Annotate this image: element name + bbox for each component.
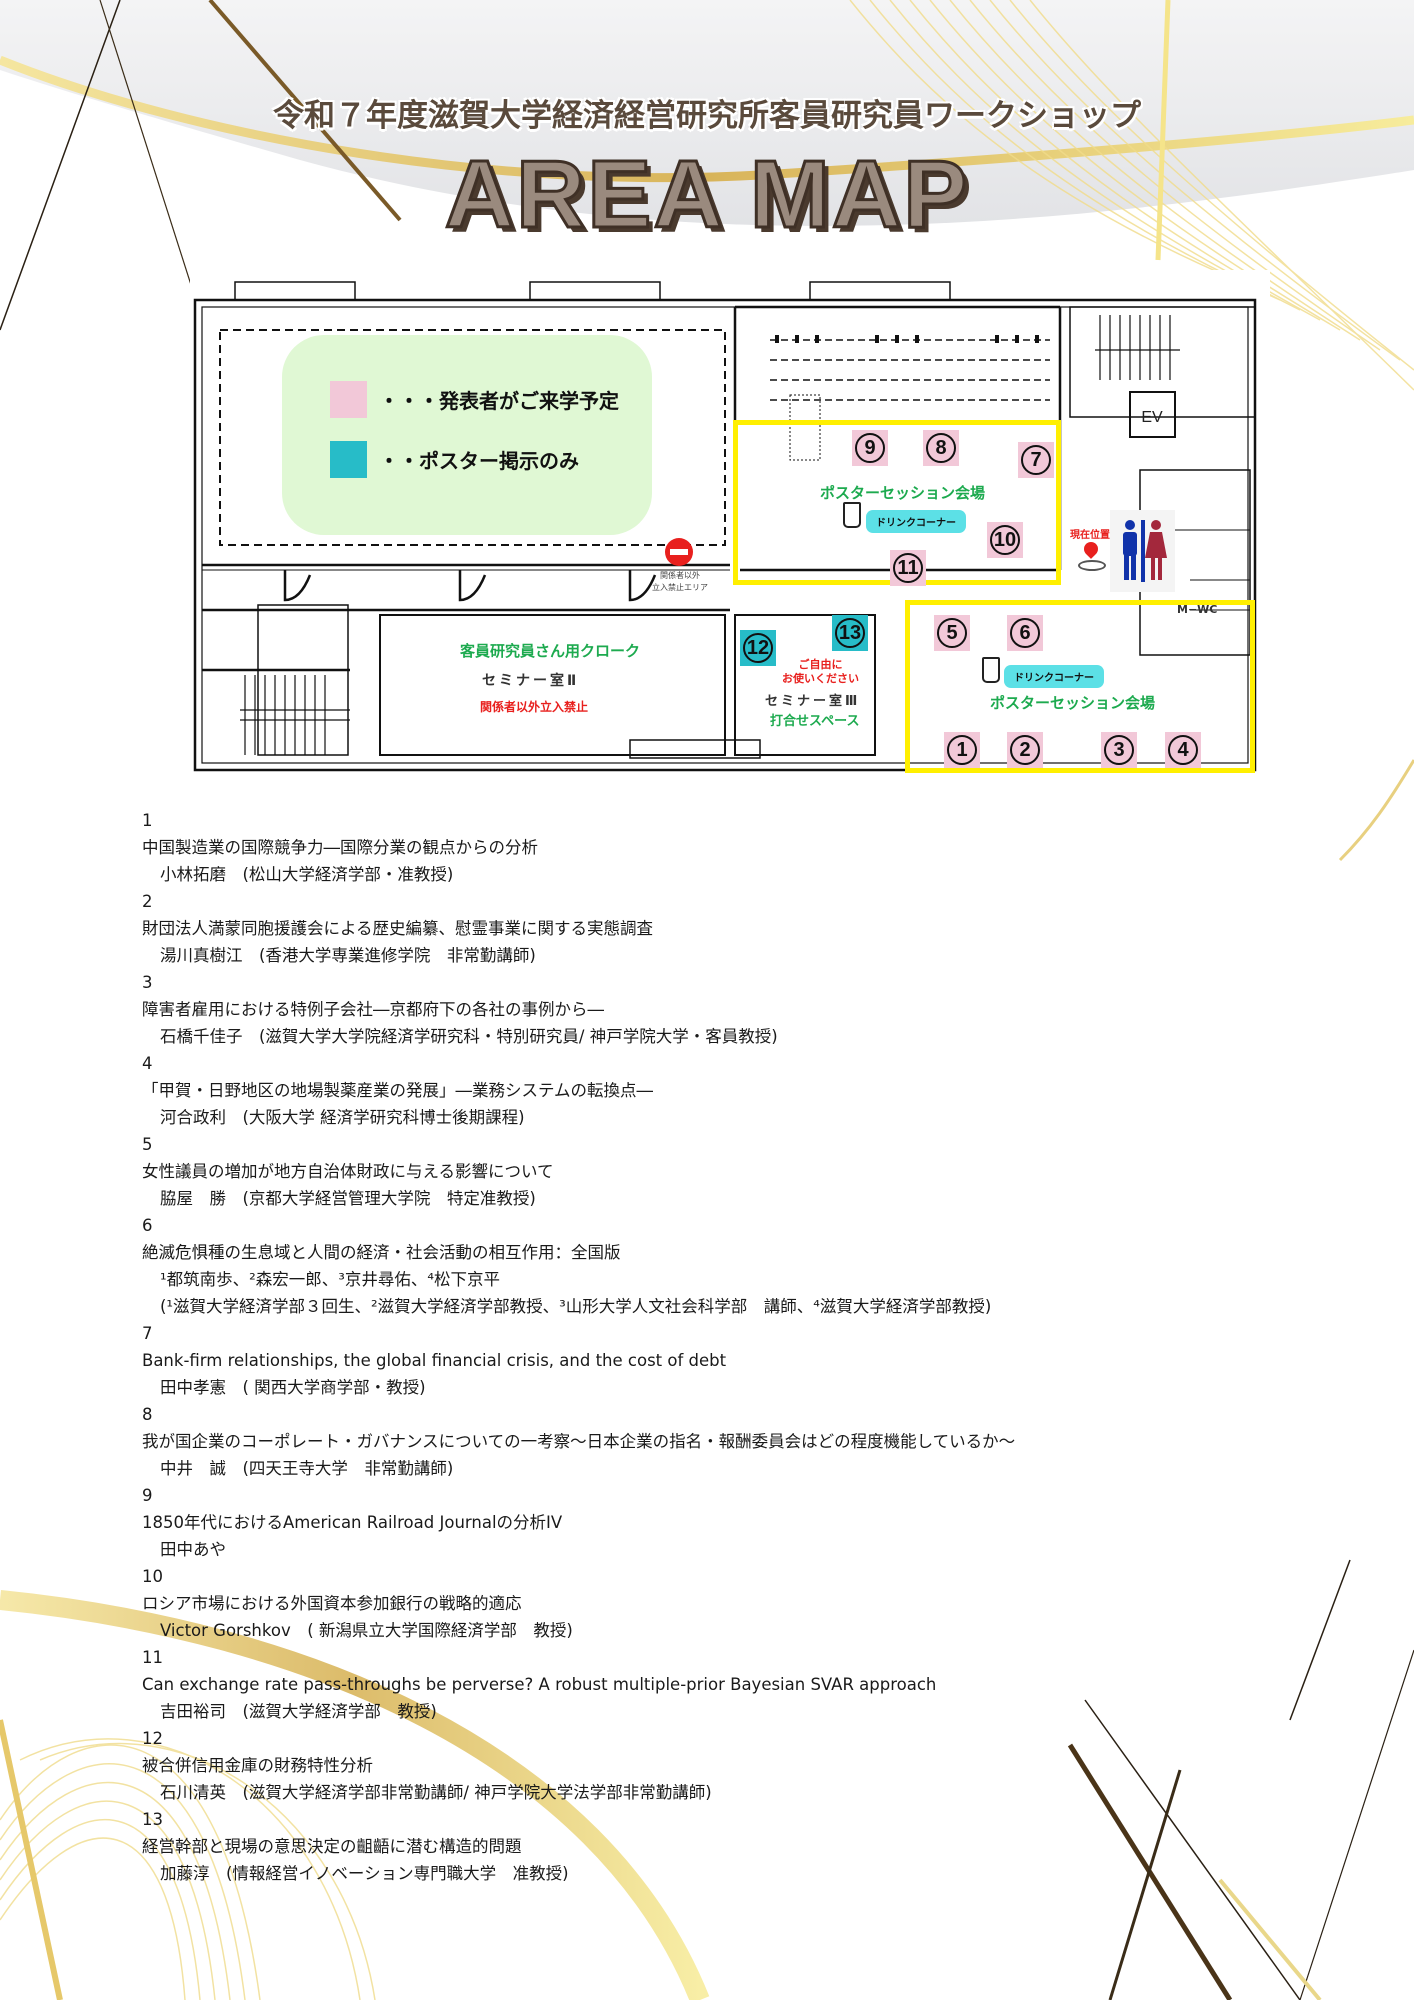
item-title: 経営幹部と現場の意思決定の齟齬に潜む構造的問題 <box>142 1837 522 1856</box>
item-author: 中井 誠 (四天王寺大学 非常勤講師) <box>160 1459 454 1478</box>
item-title: 障害者雇用における特例子会社―京都府下の各社の事例から― <box>142 1000 604 1019</box>
teal-swatch-icon <box>330 441 367 478</box>
list-item-10: 10 ロシア市場における外国資本参加銀行の戦略的適応 Victor Gorshk… <box>142 1563 1292 1644</box>
coffee-cup-icon <box>982 657 1000 683</box>
item-author: 湯川真樹江 (香港大学専業進修学院 非常勤講師) <box>160 946 536 965</box>
item-author: 石川清英 (滋賀大学経済学部非常勤講師/ 神戸学院大学法学部非常勤講師) <box>160 1783 712 1802</box>
item-number: 10 <box>142 1567 163 1586</box>
marker-6[interactable]: 6 <box>1007 615 1043 651</box>
marker-2[interactable]: 2 <box>1007 732 1043 768</box>
item-title: 「甲賀・日野地区の地場製薬産業の発展」―業務システムの転換点― <box>142 1081 654 1100</box>
item-number: 1 <box>142 811 153 830</box>
floor-map: EV ・・・発表者がご来学予定 ・・ポスター掲示のみ 関係者以外 立入禁止エリア… <box>190 270 1270 790</box>
marker-11[interactable]: 11 <box>890 550 926 586</box>
item-number: 11 <box>142 1648 163 1667</box>
drink-corner-label-north: ドリンクコーナー <box>866 510 966 533</box>
list-item-8: 8 我が国企業のコーポレート・ガバナンスについての一考察〜日本企業の指名・報酬委… <box>142 1401 1292 1482</box>
item-author: 河合政利 (大阪大学 経済学研究科博士後期課程) <box>160 1108 525 1127</box>
item-title: 絶滅危惧種の生息域と人間の経済・社会活動の相互作用：全国版 <box>142 1243 621 1262</box>
location-pin-base-icon <box>1078 560 1106 571</box>
elevator-label: EV <box>1141 409 1163 426</box>
item-number: 8 <box>142 1405 153 1424</box>
restroom-sign <box>1110 510 1175 592</box>
coffee-cup-icon <box>843 502 861 528</box>
item-title: 女性議員の増加が地方自治体財政に与える影響について <box>142 1162 554 1181</box>
item-number: 7 <box>142 1324 153 1343</box>
list-item-7: 7 Bank-firm relationships, the global fi… <box>142 1320 1292 1401</box>
poster-session-label-south: ポスターセッション会場 <box>990 694 1156 712</box>
staff-only-note: 関係者以外立入禁止 <box>480 700 589 714</box>
list-item-9: 9 1850年代におけるAmerican Railroad Journalの分析… <box>142 1482 1292 1563</box>
list-item-6: 6 絶滅危惧種の生息域と人間の経済・社会活動の相互作用：全国版 ¹都筑南歩、²森… <box>142 1212 1292 1320</box>
legend-label: ・・ポスター掲示のみ <box>379 449 579 473</box>
marker-7[interactable]: 7 <box>1018 442 1054 478</box>
item-author: 吉田裕司 (滋賀大学経済学部 教授) <box>160 1702 437 1721</box>
item-number: 12 <box>142 1729 163 1748</box>
marker-10[interactable]: 10 <box>987 522 1023 558</box>
item-author: 小林拓磨 (松山大学経済学部・准教授) <box>160 865 454 884</box>
no-entry-icon <box>665 538 693 566</box>
item-title: Bank-firm relationships, the global fina… <box>142 1351 727 1370</box>
seminar-room-2-label: セミナー室Ⅱ <box>482 673 580 689</box>
item-author: 田中あや <box>160 1540 226 1559</box>
item-title: 被合併信用金庫の財務特性分析 <box>142 1756 373 1775</box>
page-title: AREA MAP <box>443 140 970 250</box>
item-number: 3 <box>142 973 153 992</box>
marker-5[interactable]: 5 <box>934 615 970 651</box>
item-title: 1850年代におけるAmerican Railroad Journalの分析IV <box>142 1513 563 1532</box>
item-affiliation: (¹滋賀大学経済学部３回生、²滋賀大学経済学部教授、³山形大学人文社会科学部 講… <box>160 1297 992 1316</box>
item-number: 2 <box>142 892 153 911</box>
item-number: 9 <box>142 1486 153 1505</box>
list-item-1: 1 中国製造業の国際競争力―国際分業の観点からの分析 小林拓磨 (松山大学経済学… <box>142 807 1292 888</box>
marker-9[interactable]: 9 <box>852 430 888 466</box>
meeting-space-label: 打合せスペース <box>770 714 860 729</box>
item-title: 中国製造業の国際競争力―国際分業の観点からの分析 <box>142 838 538 857</box>
item-author: 石橋千佳子 (滋賀大学大学院経済学研究科・特別研究員/ 神戸学院大学・客員教授) <box>160 1027 778 1046</box>
marker-13[interactable]: 13 <box>832 615 868 651</box>
seminar-room-3-label: セミナー室Ⅲ <box>765 694 861 709</box>
wc-label: M−WC <box>1177 603 1218 616</box>
list-item-3: 3 障害者雇用における特例子会社―京都府下の各社の事例から― 石橋千佳子 (滋賀… <box>142 969 1292 1050</box>
item-author: 加藤淳 (情報経営イノベーション専門職大学 准教授) <box>160 1864 569 1883</box>
drink-corner-label-south: ドリンクコーナー <box>1004 665 1104 688</box>
cloakroom-label: 客員研究員さん用クローク <box>460 642 641 660</box>
marker-1[interactable]: 1 <box>944 732 980 768</box>
current-location-label: 現在位置 <box>1070 530 1110 541</box>
marker-3[interactable]: 3 <box>1101 732 1137 768</box>
item-number: 4 <box>142 1054 153 1073</box>
list-item-5: 5 女性議員の増加が地方自治体財政に与える影響について 脇屋 勝 (京都大学経営… <box>142 1131 1292 1212</box>
marker-4[interactable]: 4 <box>1165 732 1201 768</box>
item-title: 財団法人満蒙同胞援護会による歴史編纂、慰霊事業に関する実態調査 <box>142 919 654 938</box>
legend-label: ・・・発表者がご来学予定 <box>379 389 619 413</box>
event-subtitle: 令和７年度滋賀大学経済経営研究所客員研究員ワークショップ <box>273 98 1141 134</box>
poster-session-label-north: ポスターセッション会場 <box>820 484 986 502</box>
marker-12[interactable]: 12 <box>740 630 776 666</box>
item-title: 我が国企業のコーポレート・ガバナンスについての一考察〜日本企業の指名・報酬委員会… <box>142 1432 1016 1451</box>
legend: ・・・発表者がご来学予定 ・・ポスター掲示のみ <box>282 335 652 535</box>
list-item-12: 12 被合併信用金庫の財務特性分析 石川清英 (滋賀大学経済学部非常勤講師/ 神… <box>142 1725 1292 1806</box>
item-number: 13 <box>142 1810 163 1829</box>
poster-session-area-south <box>905 600 1255 773</box>
list-item-11: 11 Can exchange rate pass-throughs be pe… <box>142 1644 1292 1725</box>
legend-item-presenter: ・・・発表者がご来学予定 <box>330 381 619 418</box>
list-item-2: 2 財団法人満蒙同胞援護会による歴史編纂、慰霊事業に関する実態調査 湯川真樹江 … <box>142 888 1292 969</box>
restroom-icon <box>1123 520 1167 582</box>
item-number: 6 <box>142 1216 153 1235</box>
item-author: 田中孝憲 ( 関西大学商学部・教授) <box>160 1378 426 1397</box>
item-number: 5 <box>142 1135 153 1154</box>
marker-8[interactable]: 8 <box>923 430 959 466</box>
item-author: Victor Gorshkov ( 新潟県立大学国際経済学部 教授) <box>160 1621 573 1640</box>
presentation-list: 1 中国製造業の国際競争力―国際分業の観点からの分析 小林拓磨 (松山大学経済学… <box>142 807 1292 1887</box>
item-title: ロシア市場における外国資本参加銀行の戦略的適応 <box>142 1594 522 1613</box>
list-item-4: 4 「甲賀・日野地区の地場製薬産業の発展」―業務システムの転換点― 河合政利 (… <box>142 1050 1292 1131</box>
no-entry-label: 関係者以外 立入禁止エリア <box>652 571 708 592</box>
item-title: Can exchange rate pass-throughs be perve… <box>142 1675 937 1694</box>
legend-item-poster-only: ・・ポスター掲示のみ <box>330 441 579 478</box>
list-item-13: 13 経営幹部と現場の意思決定の齟齬に潜む構造的問題 加藤淳 (情報経営イノベー… <box>142 1806 1292 1887</box>
item-author: 脇屋 勝 (京都大学経営管理大学院 特定准教授) <box>160 1189 536 1208</box>
item-author: ¹都筑南歩、²森宏一郎、³京井尋佑、⁴松下京平 <box>160 1270 500 1289</box>
free-use-note: ご自由に お使いください <box>782 658 859 685</box>
pink-swatch-icon <box>330 381 367 418</box>
